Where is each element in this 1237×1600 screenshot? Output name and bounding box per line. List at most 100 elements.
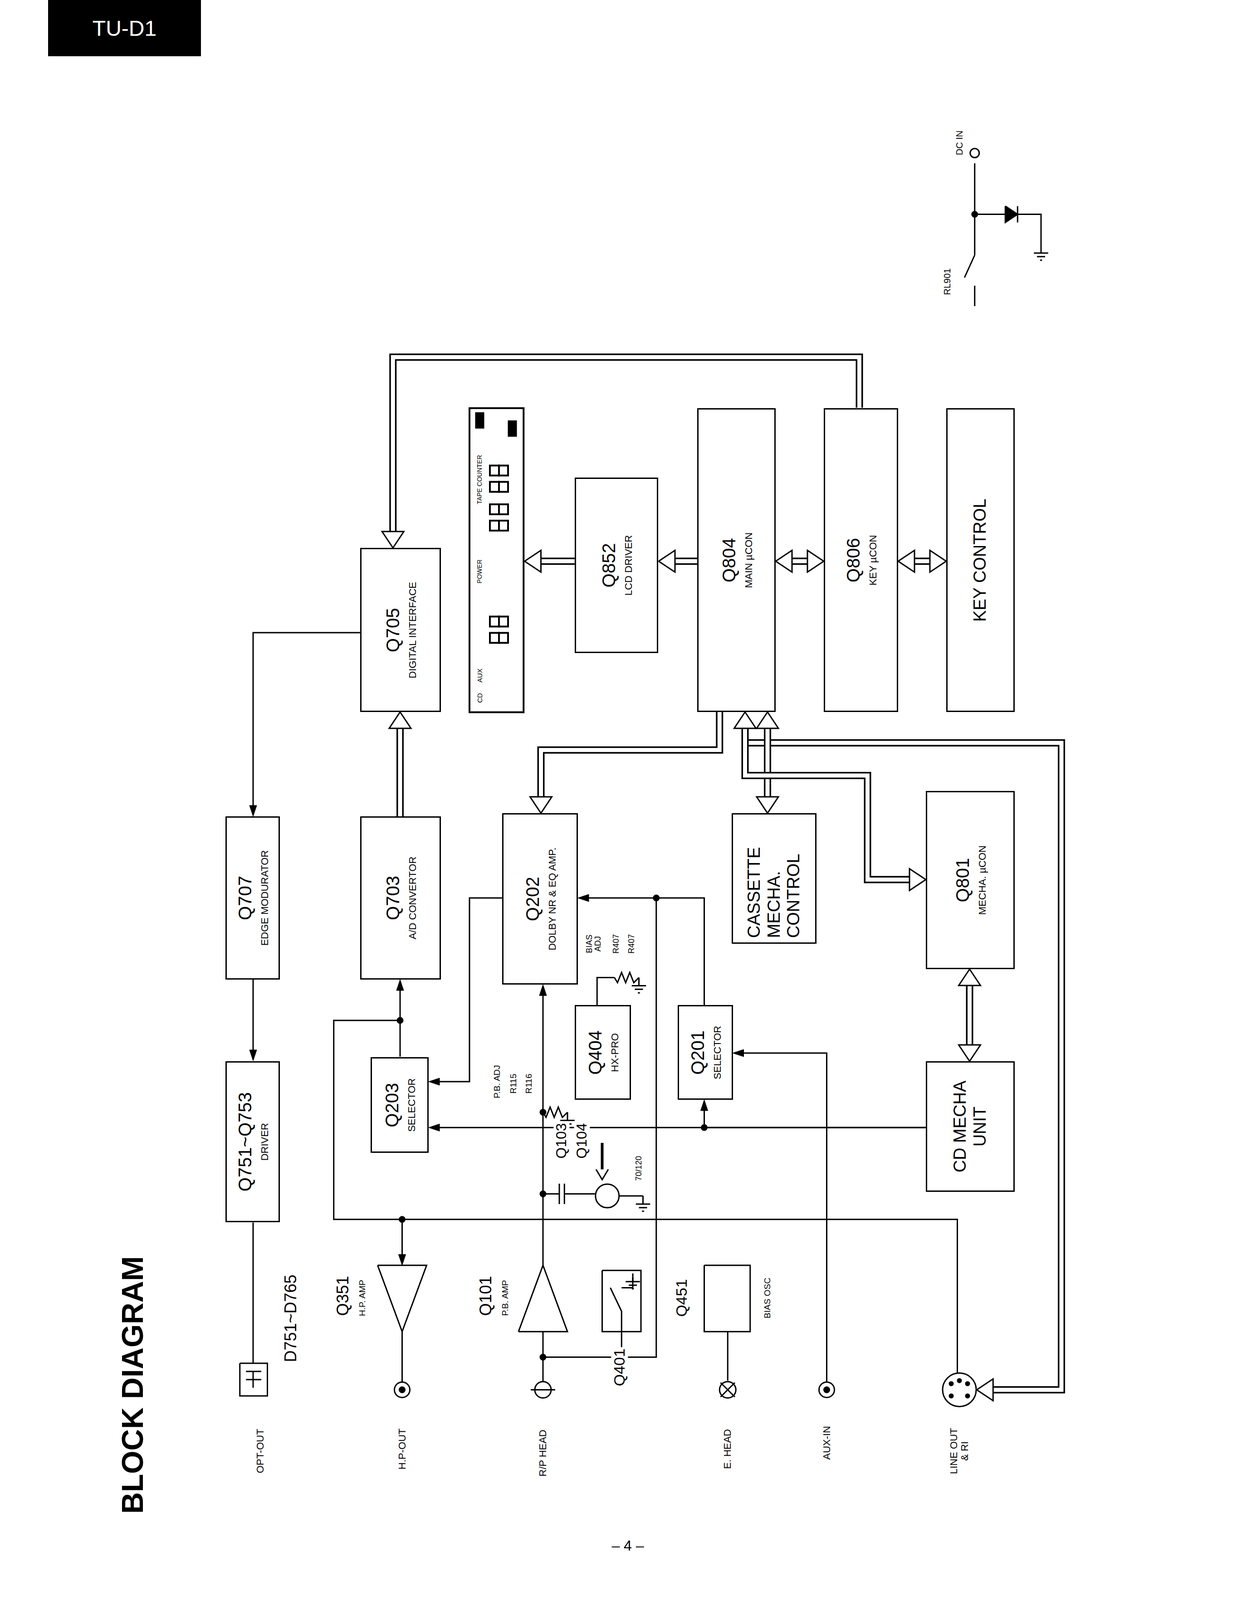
bus-connector [530,712,720,814]
ground-symbol [560,1119,575,1122]
bus-connector [775,550,824,573]
ground-symbol [1040,259,1043,261]
part-label: Q101 [476,1274,495,1318]
erase-head-symbol [720,1383,736,1398]
junction-dot [399,1217,406,1223]
block-box: CASSETTE MECHA. CONTROL [731,813,817,944]
part-label: H.P. AMP [357,1278,367,1318]
signal-wire [564,1193,596,1195]
ground-symbol [1033,252,1049,255]
lcd-digit [498,482,509,493]
part-label: R116 [523,1072,534,1096]
block-box: Q707EDGE MODURATOR [225,816,280,980]
function-name: SELECTOR [405,1078,418,1133]
part-number: CD MECHA UNIT [950,1067,990,1187]
part-label: H.P-OUT [396,1427,408,1472]
ground-symbol [632,1273,634,1282]
bus-connector [958,969,981,1062]
function-name: EDGE MODURATOR [259,850,271,947]
part-number: Q751~Q753 [234,1092,256,1192]
ground-symbol [638,977,640,987]
signal-wire [539,984,547,1266]
lcd-digit [489,616,499,627]
part-label: Q103 [553,1121,570,1160]
part-label: AUX [475,667,484,685]
ground-symbol [628,1284,637,1286]
ground-symbol [625,1281,641,1283]
din-pin [949,1382,954,1386]
part-label: BIAS ADJ [585,926,604,962]
block-box: Q203SELECTOR [370,1057,429,1154]
ground-symbol [635,988,644,991]
function-name: HX-PRO [609,1033,621,1073]
block-box: Q806KEY µCON [823,408,899,713]
part-number: Q852 [598,543,620,588]
layout-wiring [239,148,1062,1408]
function-name: DRIVER [259,1123,271,1161]
ground-symbol [642,1196,644,1205]
function-name: MAIN µCON [743,532,755,589]
ground-symbol [641,1210,645,1213]
model-tag: TU-D1 [48,0,201,57]
part-number: Q804 [718,537,740,583]
block-box: Q705DIGITAL INTERFACE [360,547,441,713]
function-name: MECHA. µCON [976,845,988,915]
power-wire [973,163,976,256]
part-label: R407 [611,933,621,956]
part-label: R115 [508,1072,519,1096]
part-label: Q351 [333,1274,353,1318]
function-name: LCD DRIVER [622,535,635,596]
part-number: Q203 [381,1083,403,1128]
part-label: BIAS OSC [762,1276,773,1321]
optical-led [252,1371,255,1389]
part-label: Q401 [611,1347,628,1388]
lcd-digit [498,616,509,627]
lcd-icon [475,412,485,429]
switch-contact [621,1277,633,1289]
signal-wire [253,1222,254,1365]
part-number: Q705 [382,607,404,653]
part-label: TAPE COUNTER [476,453,484,506]
part-number: KEY CONTROL [970,498,991,622]
ground-symbol [635,1203,651,1206]
din-pin [965,1394,970,1399]
part-label: Q104 [573,1121,590,1160]
resistor-symbol [614,972,640,983]
ground-symbol [1036,255,1046,258]
lcd-digit [489,504,499,515]
signal-wire [398,1219,406,1266]
function-name: KEY µCON [867,535,879,586]
part-number: Q201 [687,1030,709,1076]
ground-symbol [631,1288,635,1290]
amplifier-triangle [377,1265,427,1332]
part-number: Q202 [522,876,543,922]
bus-wire [524,550,575,573]
transistor-symbol [595,1184,620,1208]
lcd-digit [489,520,499,531]
phone-jack [819,1382,835,1399]
block-box: Q804MAIN µCON [697,408,776,713]
phone-jack [394,1382,411,1399]
part-label: R/P HEAD [537,1428,549,1479]
block-box: Q201SELECTOR [677,1005,734,1101]
relay-contact [964,255,975,279]
bus-connector [389,712,411,817]
part-label: P.B. ADJ [492,1063,502,1101]
ground-symbol [639,1207,648,1209]
amplifier-triangle [518,1265,568,1332]
bus-connector [658,550,698,573]
erase-head-symbol [719,1382,736,1399]
signal-connector [249,632,361,817]
erase-head-symbol [720,1383,736,1398]
part-label: AUX-IN [821,1424,832,1462]
switch-box [602,1270,642,1332]
ground-symbol [637,992,641,994]
lcd-digit [498,465,509,476]
part-label: CD [475,691,484,705]
lcd-digit [498,520,509,531]
block-box: Q202DOLBY NR & EQ AMP. [502,813,578,985]
block-box: Q852LCD DRIVER [574,477,659,654]
part-label: POWER [476,558,484,586]
signal-wire [401,1331,403,1382]
